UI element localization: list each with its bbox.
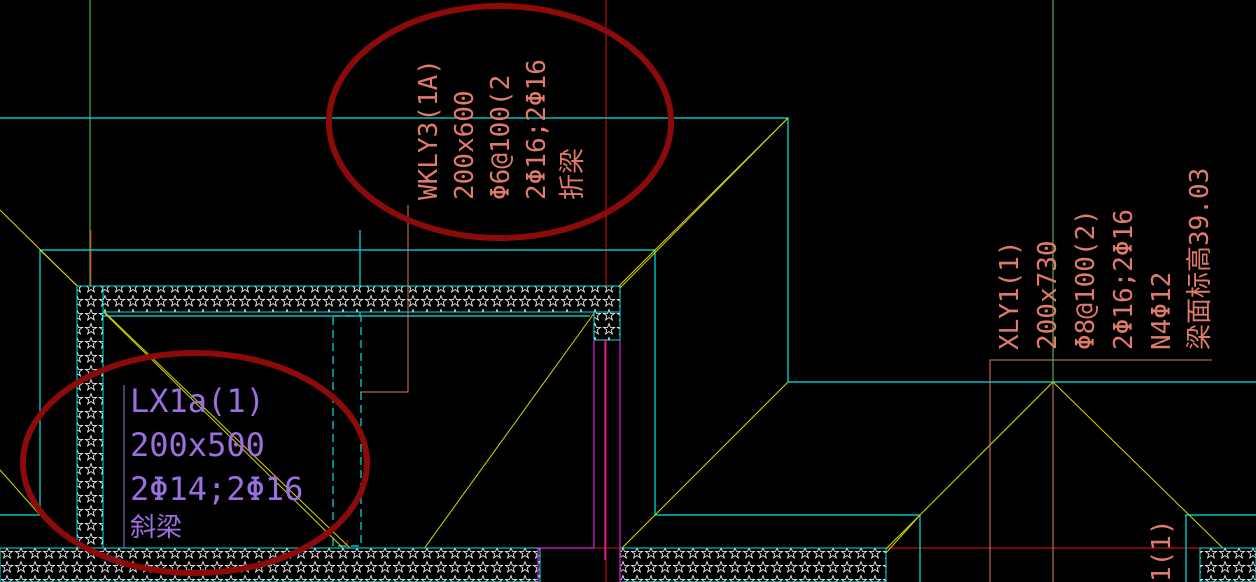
- hatched-beams: [0, 285, 1256, 582]
- beam-label-xly1: XLY1(1) 200x730 Φ8@100(2) 2Φ16;2Φ16 N4Φ1…: [995, 168, 1215, 350]
- xly1-line-1: XLY1(1): [995, 240, 1025, 350]
- partial-label-text: 1(1): [1147, 519, 1177, 582]
- wkly3-line-1: WKLY3(1A): [414, 59, 444, 200]
- xly1-line-2: 200x730: [1033, 240, 1063, 350]
- wkly3-line-2: 200x600: [450, 90, 480, 200]
- xly1-line-6: 梁面标高39.03: [1185, 168, 1215, 350]
- annotation-ellipses: [20, 3, 674, 576]
- wkly3-line-5: 折梁: [558, 148, 588, 200]
- beam-label-lx1a: LX1a(1) 200x500 2Φ14;2Φ16 斜梁: [130, 382, 303, 543]
- lx1a-line-1: LX1a(1): [130, 382, 265, 420]
- magenta-walls: [537, 340, 621, 582]
- partial-label: 1(1): [1147, 519, 1177, 582]
- annotation-ellipse-lx1a: [20, 350, 370, 576]
- annotation-ellipse-wkly3: [326, 3, 674, 241]
- lx1a-line-2: 200x500: [130, 426, 265, 464]
- lx1a-line-3: 2Φ14;2Φ16: [130, 470, 303, 508]
- xly1-line-5: N4Φ12: [1147, 272, 1177, 350]
- xly1-line-3: Φ8@100(2): [1071, 209, 1101, 350]
- cyan-outlines: [0, 117, 1256, 582]
- wkly3-line-4: 2Φ16;2Φ16: [522, 59, 552, 200]
- leader-lines: [360, 205, 1212, 582]
- beam-label-wkly3: WKLY3(1A) 200x600 Φ6@100(2 2Φ16;2Φ16 折梁: [414, 59, 588, 200]
- lx1a-line-4: 斜梁: [130, 513, 182, 543]
- wkly3-line-3: Φ6@100(2: [486, 75, 516, 200]
- xly1-line-4: 2Φ16;2Φ16: [1109, 209, 1139, 350]
